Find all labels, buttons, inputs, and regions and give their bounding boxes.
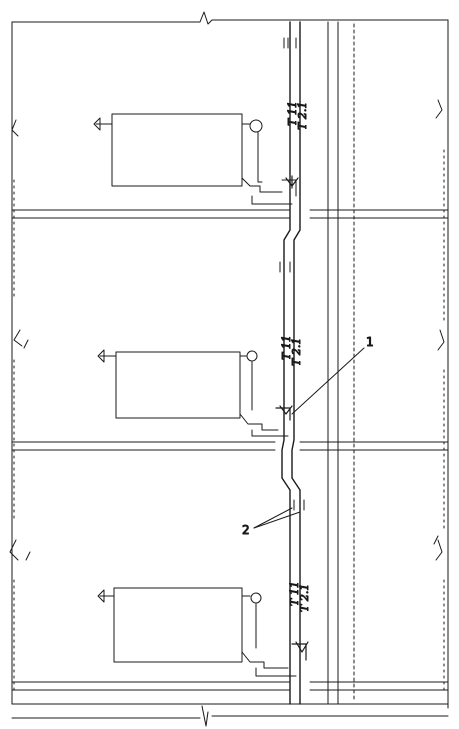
supply-label-floor-2: T 11 (280, 335, 293, 360)
supply-label-floor-1: T 11 (286, 101, 299, 126)
callout-1-leader (291, 347, 365, 415)
callout-2-number: 2 (242, 523, 250, 537)
supply-label-floor-3: T 11 (288, 581, 301, 606)
radiator-floor-1 (93, 113, 299, 205)
column-wall (327, 21, 355, 705)
return-label-floor-2: T 2.1 (290, 338, 303, 366)
return-label-floor-1: T 2.1 (296, 102, 309, 130)
callout-2-leaders (253, 507, 301, 529)
pipe-sleeves (279, 37, 305, 511)
callout-1-number: 1 (366, 335, 374, 349)
building-outline (9, 11, 449, 727)
radiator-floor-3 (97, 587, 309, 677)
break-marks (23, 339, 439, 561)
radiator-floor-2 (97, 349, 293, 437)
floor-slabs (11, 209, 449, 691)
risers (281, 21, 301, 705)
return-label-floor-3: T 2.1 (298, 584, 311, 612)
